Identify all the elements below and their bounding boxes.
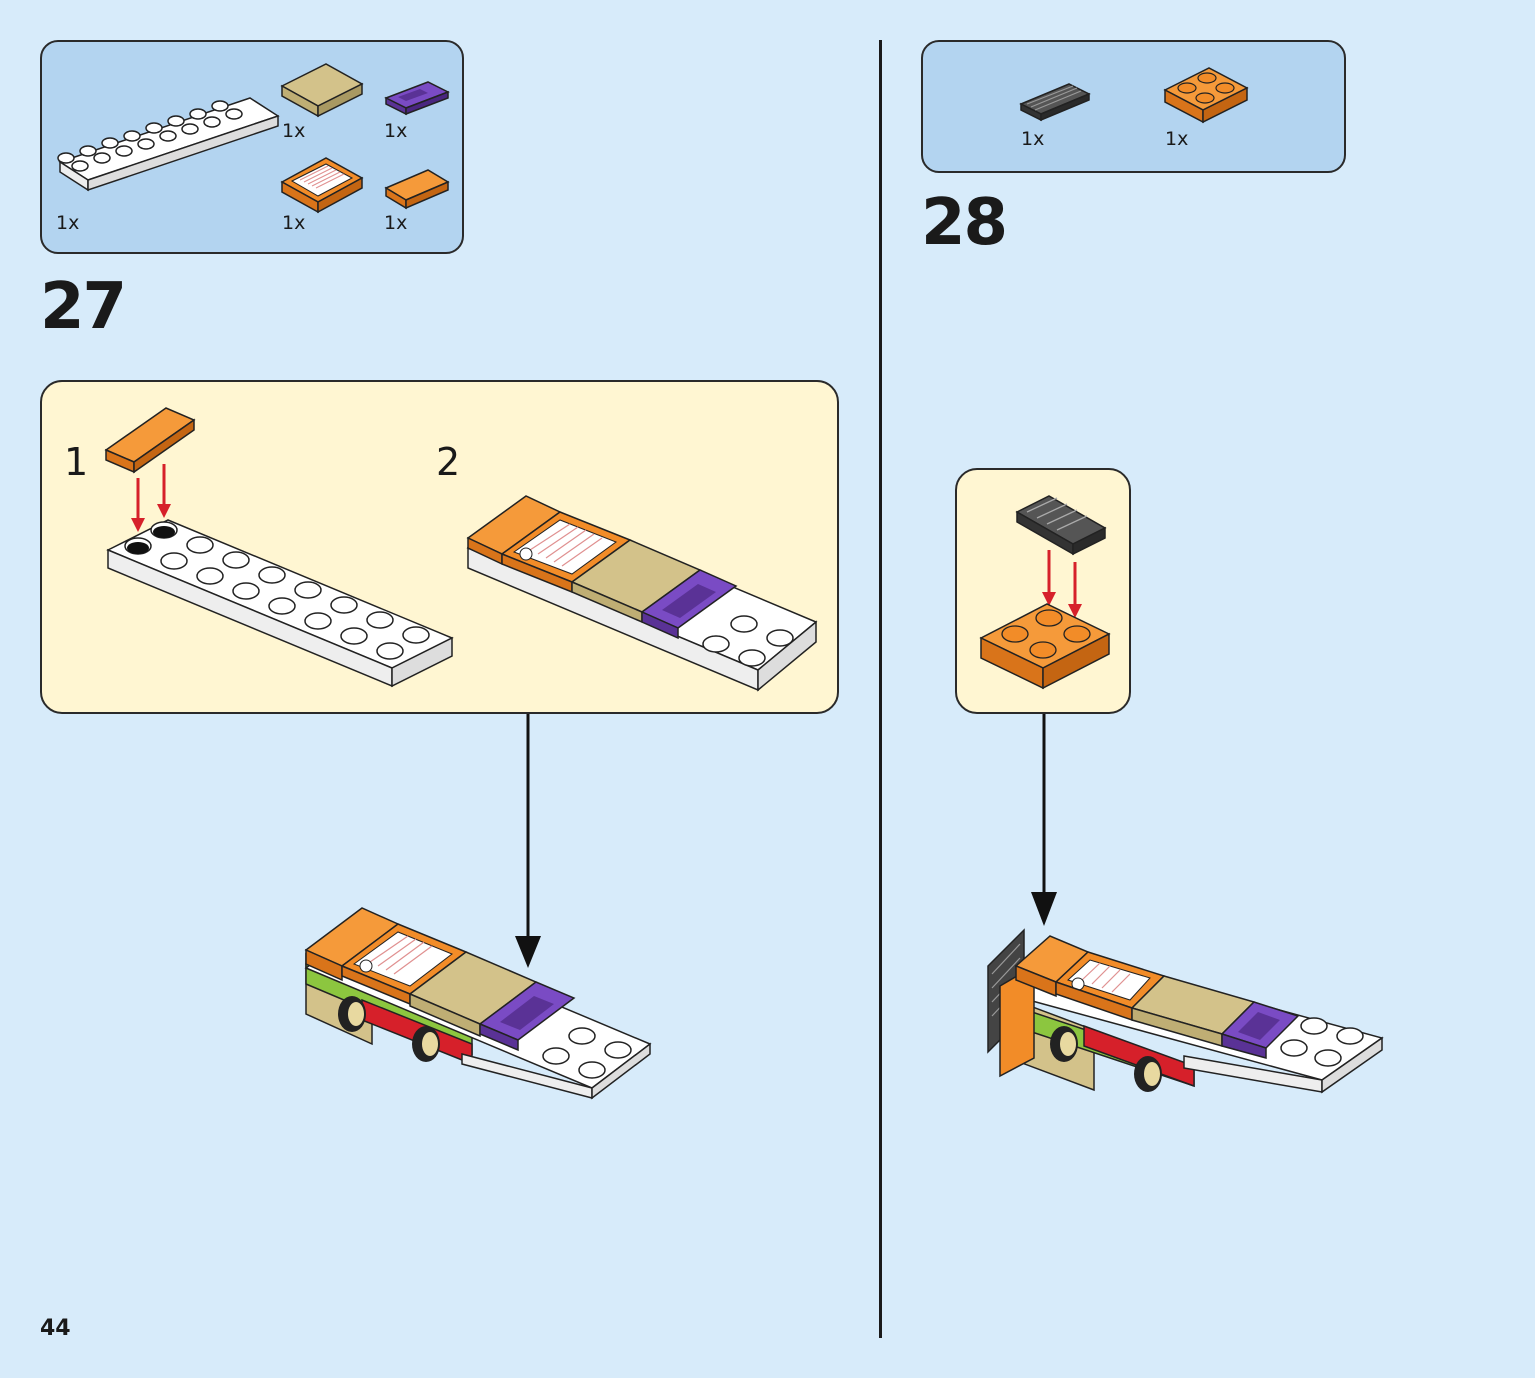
part-qty: 1x [384, 212, 408, 234]
substep1-illustration [104, 407, 454, 688]
step-number: 27 [40, 270, 127, 344]
part-qty: 1x [1165, 128, 1189, 150]
part-qty: 1x [384, 120, 408, 142]
part-qty: 1x [282, 120, 306, 142]
part-qty: 1x [282, 212, 306, 234]
step28-parts-panel: 1x 1x [921, 40, 1346, 173]
substep-number: 2 [436, 440, 461, 484]
tan-tile-2x2-icon [280, 63, 364, 118]
step27-model-illustration [304, 907, 652, 1100]
part-qty: 1x [1021, 128, 1045, 150]
orange-tile-1x2-icon [384, 169, 450, 210]
step28-model-illustration [987, 928, 1384, 1094]
placement-arrow [1031, 714, 1057, 926]
substep-number: 1 [64, 440, 89, 484]
placement-arrow [515, 714, 541, 968]
orange-printed-tile-icon [280, 157, 364, 214]
step28-subassembly-panel [955, 468, 1131, 714]
page-number: 44 [40, 1316, 71, 1341]
white-plate-2x8-icon [57, 97, 280, 192]
subassembly-illustration [979, 495, 1111, 690]
part-qty: 1x [56, 212, 80, 234]
purple-tile-1x2-icon [384, 81, 450, 116]
step27-subassembly-panel: 1 2 [40, 380, 839, 714]
step-number: 28 [921, 186, 1008, 260]
page-divider [879, 40, 882, 1338]
orange-plate-2x2-icon [1163, 67, 1249, 124]
substep2-illustration [466, 495, 818, 692]
step27-parts-panel: 1x 1x 1x 1x 1x [40, 40, 464, 254]
grille-tile-icon [1019, 83, 1091, 122]
